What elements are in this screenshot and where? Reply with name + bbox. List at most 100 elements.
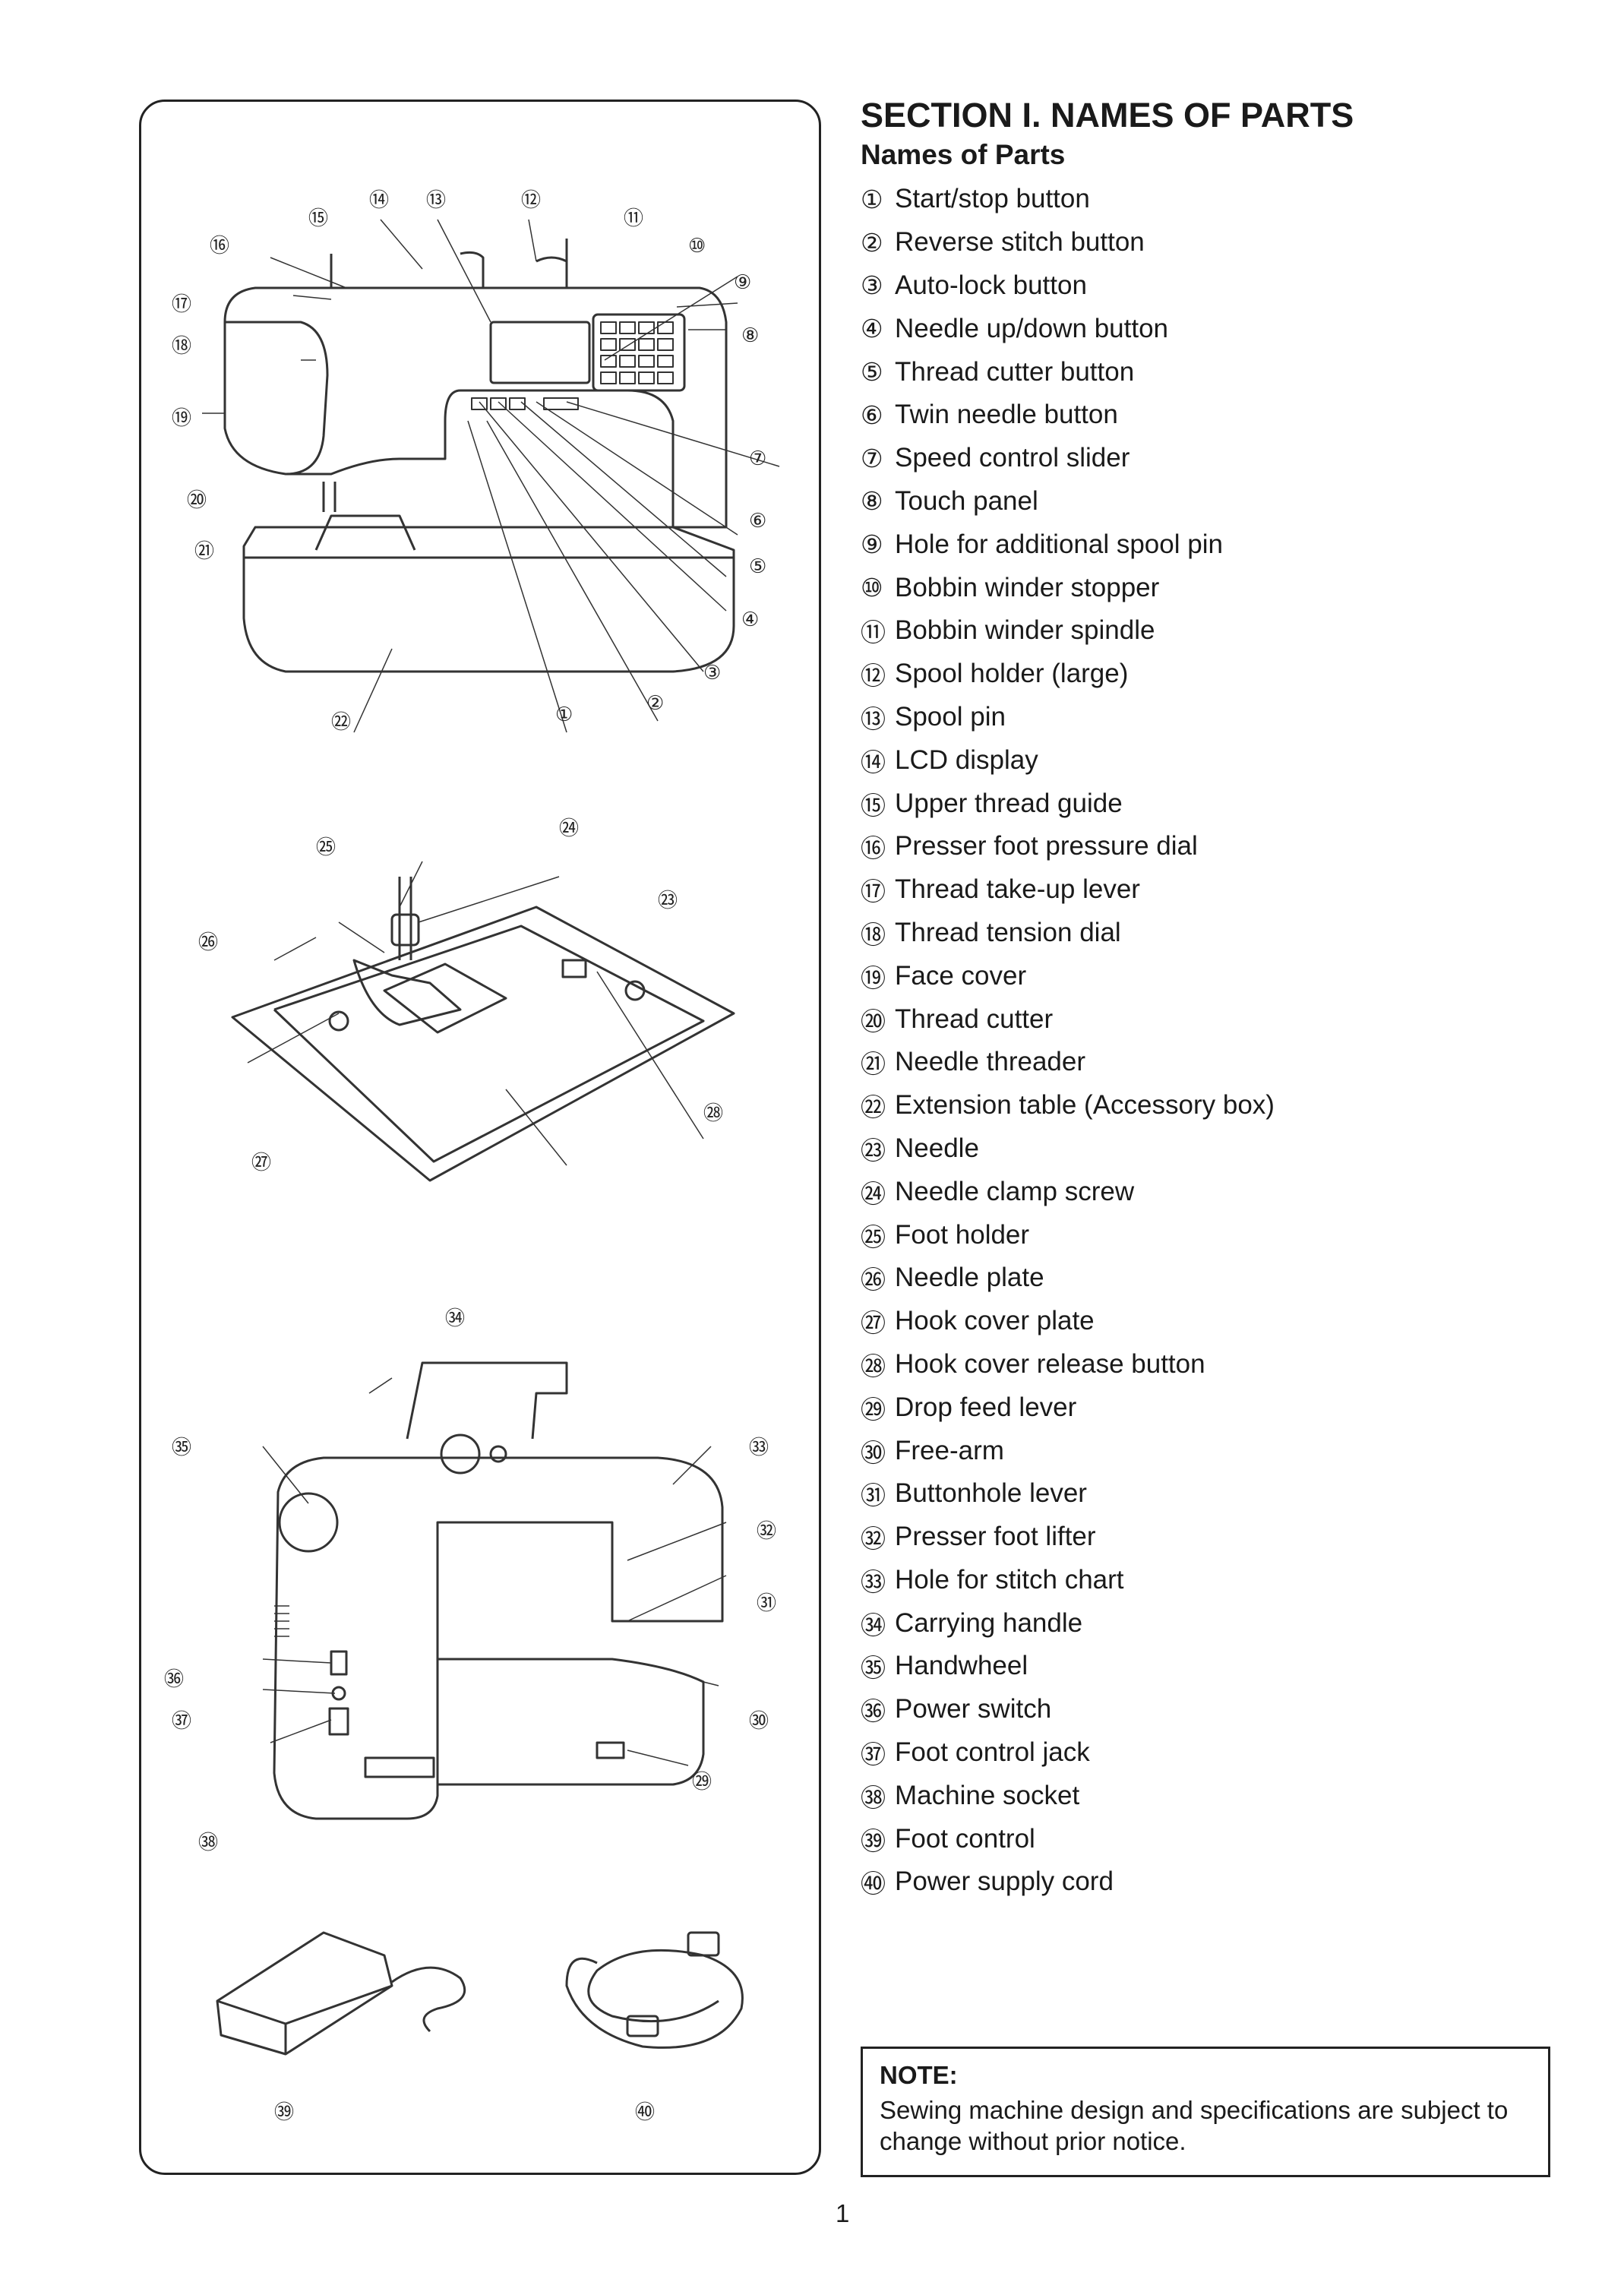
page-number: 1 [836, 2199, 850, 2227]
part-number: ㊲ [861, 1740, 886, 1770]
part-number: ㉔ [861, 1178, 886, 1209]
part-number: ① [861, 184, 883, 214]
part-label: Machine socket [895, 1780, 1080, 1810]
part-number: ⑲ [861, 962, 886, 993]
part-number: ⑤ [861, 357, 883, 387]
part-label: Bobbin winder spindle [895, 615, 1155, 646]
part-item: ㉜ Presser foot lifter [861, 1516, 1275, 1559]
svg-text:㉚: ㉚ [749, 1710, 769, 1733]
svg-text:③: ③ [703, 662, 721, 684]
part-label: Needle threader [895, 1047, 1085, 1077]
part-number: ㉛ [861, 1481, 886, 1511]
part-item: ㉟ Handwheel [861, 1645, 1275, 1688]
part-label: Power supply cord [895, 1867, 1114, 1897]
svg-text:㉖: ㉖ [198, 931, 218, 954]
part-number: ㉟ [861, 1653, 886, 1683]
part-label: Hook cover plate [895, 1306, 1095, 1336]
front-view-machine [223, 239, 735, 673]
part-number: ⑱ [861, 919, 886, 950]
part-number: ㉕ [861, 1222, 886, 1252]
part-label: Hole for stitch chart [895, 1564, 1124, 1595]
part-label: Power switch [895, 1694, 1052, 1724]
needle-plate-view [231, 877, 735, 1182]
svg-text:⑱: ⑱ [172, 335, 191, 358]
part-item: ㊱ Power switch [861, 1688, 1275, 1731]
power-cord-drawing [565, 1931, 744, 2049]
svg-text:㊳: ㊳ [198, 1832, 218, 1854]
svg-text:⑥: ⑥ [749, 510, 766, 533]
part-label: LCD display [895, 744, 1038, 775]
part-number: ㉙ [861, 1394, 886, 1424]
part-label: Carrying handle [895, 1607, 1083, 1638]
part-label: Presser foot lifter [895, 1522, 1096, 1552]
svg-text:⑲: ⑲ [172, 407, 191, 430]
part-number: ⑪ [861, 618, 886, 648]
part-number: ㊱ [861, 1696, 886, 1727]
part-number: ㉜ [861, 1524, 886, 1554]
subsection-title: Names of Parts [861, 139, 1066, 170]
part-item: ⑪ Bobbin winder spindle [861, 609, 1275, 653]
part-label: Presser foot pressure dial [895, 831, 1198, 861]
part-item: ⑱ Thread tension dial [861, 912, 1275, 955]
svg-text:⑨: ⑨ [734, 271, 751, 294]
svg-text:⑯: ⑯ [210, 235, 229, 258]
svg-text:㉜: ㉜ [757, 1520, 776, 1543]
part-label: Face cover [895, 960, 1027, 991]
svg-text:㉒: ㉒ [331, 711, 351, 734]
part-label: Thread tension dial [895, 917, 1121, 947]
part-number: ㊵ [861, 1869, 886, 1899]
part-number: ⑦ [861, 443, 883, 473]
svg-text:㊴: ㊴ [274, 2101, 294, 2124]
part-number: ⑳ [861, 1006, 886, 1036]
part-item: ㊲ Foot control jack [861, 1731, 1275, 1775]
part-number: ㉓ [861, 1135, 886, 1165]
svg-text:㉟: ㉟ [172, 1437, 191, 1459]
svg-text:②: ② [646, 692, 664, 715]
part-label: Handwheel [895, 1651, 1028, 1681]
part-label: Extension table (Accessory box) [895, 1090, 1275, 1121]
part-item: ㉔ Needle clamp screw [861, 1170, 1275, 1213]
part-number: ⑯ [861, 833, 886, 864]
part-label: Free-arm [895, 1435, 1004, 1465]
part-number: ⑰ [861, 877, 886, 907]
part-item: ㊳ Machine socket [861, 1774, 1275, 1817]
part-label: Foot holder [895, 1219, 1030, 1250]
part-number: ⑨ [861, 529, 883, 560]
part-number: ⑥ [861, 400, 883, 430]
part-number: ⑬ [861, 703, 886, 734]
part-label: Needle clamp screw [895, 1176, 1135, 1206]
part-label: Speed control slider [895, 443, 1130, 473]
note-text: Sewing machine design and specifications… [880, 2096, 1509, 2155]
part-label: Spool pin [895, 701, 1006, 732]
part-number: ⑫ [861, 661, 886, 691]
svg-text:⑦: ⑦ [749, 447, 766, 470]
svg-text:⑫: ⑫ [521, 189, 541, 212]
part-label: Upper thread guide [895, 788, 1123, 818]
svg-text:㊱: ㊱ [164, 1668, 184, 1691]
svg-text:㊲: ㊲ [172, 1710, 191, 1733]
part-number: ⑭ [861, 747, 886, 777]
part-label: Hole for additional spool pin [895, 529, 1223, 559]
part-number: ㉞ [861, 1610, 886, 1640]
part-label: Start/stop button [895, 184, 1090, 214]
part-item: ① Start/stop button [861, 178, 1275, 221]
part-item: ⑯ Presser foot pressure dial [861, 825, 1275, 868]
part-label: Foot control jack [895, 1737, 1090, 1768]
foot-control-drawing [216, 1931, 466, 2056]
svg-text:㉛: ㉛ [757, 1592, 776, 1615]
part-item: ⑨ Hole for additional spool pin [861, 523, 1275, 566]
part-number: ㊳ [861, 1782, 886, 1813]
section-title: SECTION I. NAMES OF PARTS [861, 96, 1354, 134]
svg-text:㉞: ㉞ [445, 1307, 465, 1330]
